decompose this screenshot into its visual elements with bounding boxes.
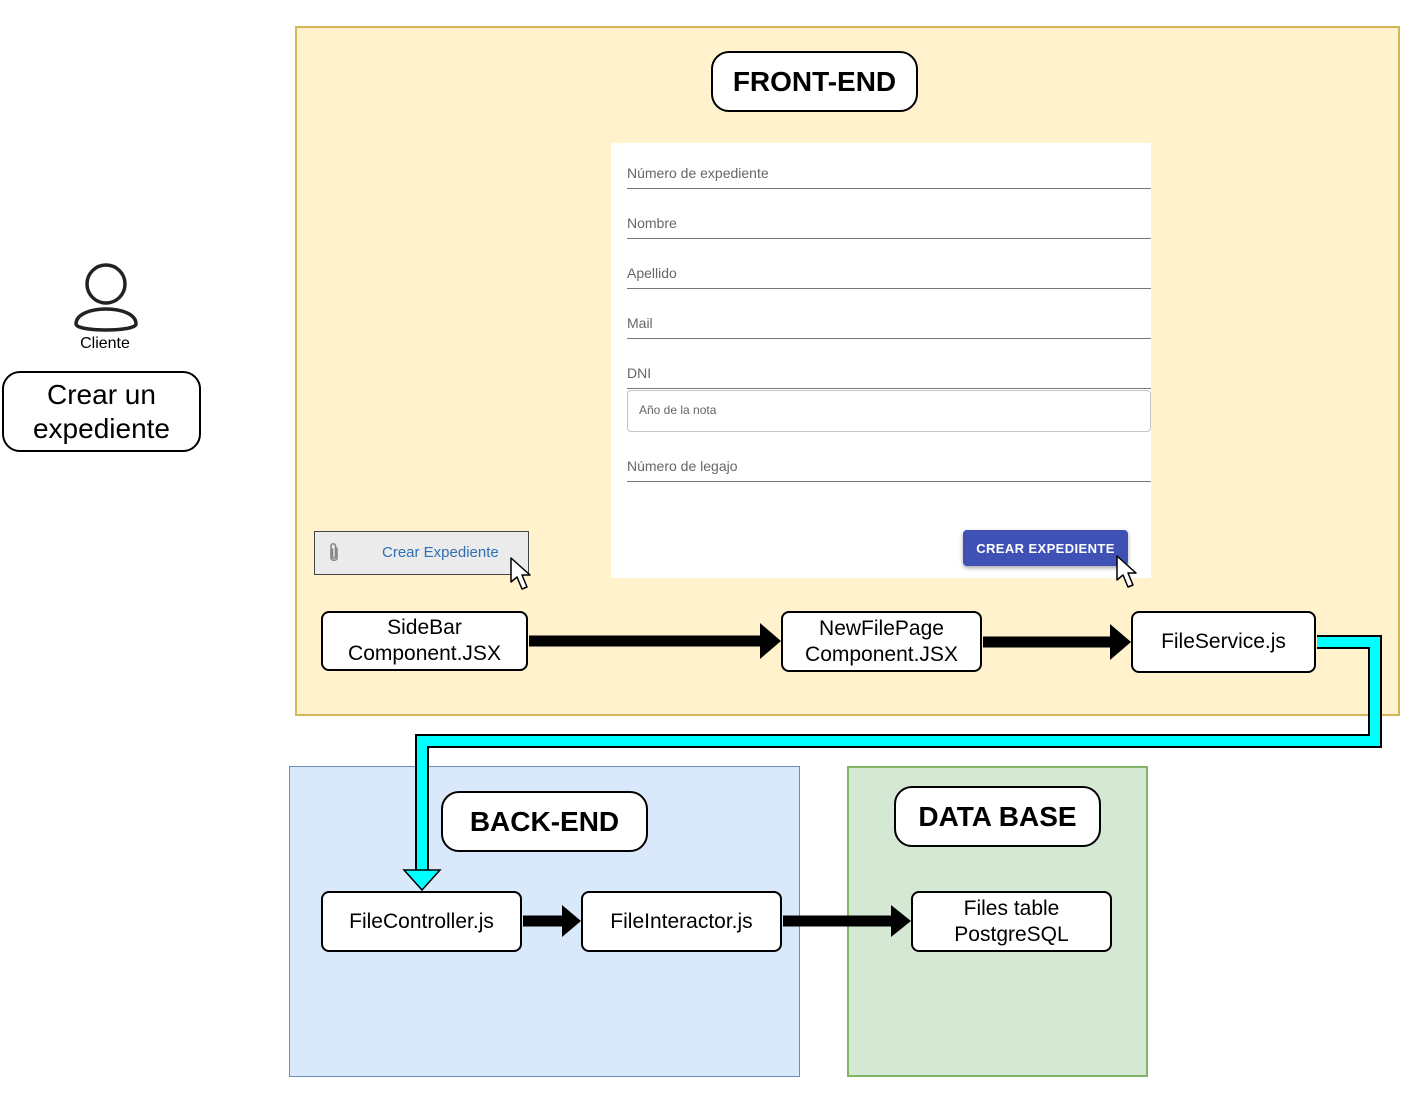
dni-label: DNI [627, 365, 652, 381]
mail-field[interactable]: Mail [627, 309, 1151, 339]
numero-expediente-field[interactable]: Número de expediente [627, 159, 1151, 189]
crear-expediente-button[interactable]: CREAR EXPEDIENTE [963, 530, 1128, 566]
arrow-interactor-to-database [783, 905, 911, 937]
apellido-field[interactable]: Apellido [627, 259, 1151, 289]
arrow-sidebar-to-newfilepage [529, 623, 781, 659]
apellido-label: Apellido [627, 265, 677, 281]
files-table-node: Files table PostgreSQL [911, 891, 1112, 952]
new-file-form: Número de expediente Nombre Apellido Mai… [611, 143, 1151, 578]
file-interactor-node: FileInteractor.js [581, 891, 782, 952]
nombre-label: Nombre [627, 215, 677, 231]
numero-legajo-field[interactable]: Número de legajo [627, 452, 1151, 482]
paperclip-icon [330, 542, 338, 562]
actor-label: Cliente [80, 335, 130, 352]
numero-expediente-label: Número de expediente [627, 165, 769, 181]
file-service-node: FileService.js [1131, 611, 1316, 673]
cursor-icon [510, 557, 531, 590]
numero-legajo-label: Número de legajo [627, 458, 738, 474]
newfilepage-component-node: NewFilePage Component.JSX [781, 611, 982, 672]
anio-nota-field[interactable]: Año de la nota [627, 390, 1151, 432]
arrow-newfilepage-to-fileservice [983, 624, 1131, 660]
action-box: Crear un expediente [2, 371, 201, 452]
mail-label: Mail [627, 315, 653, 331]
sidebar-component-node: SideBar Component.JSX [321, 611, 528, 671]
database-title: DATA BASE [894, 786, 1101, 847]
sidebar-item-label: Crear Expediente [382, 544, 499, 561]
cyan-connector [415, 635, 1382, 875]
backend-title: BACK-END [441, 791, 648, 852]
cyan-arrowhead [402, 869, 442, 892]
cursor-icon [1116, 555, 1137, 588]
dni-field[interactable]: DNI [627, 359, 1151, 389]
file-controller-node: FileController.js [321, 891, 522, 952]
user-icon [74, 263, 138, 332]
sidebar-item-crear-expediente[interactable]: Crear Expediente [314, 531, 529, 575]
nombre-field[interactable]: Nombre [627, 209, 1151, 239]
frontend-title: FRONT-END [711, 51, 918, 112]
anio-nota-label: Año de la nota [639, 403, 717, 417]
arrow-controller-to-interactor [523, 905, 581, 937]
